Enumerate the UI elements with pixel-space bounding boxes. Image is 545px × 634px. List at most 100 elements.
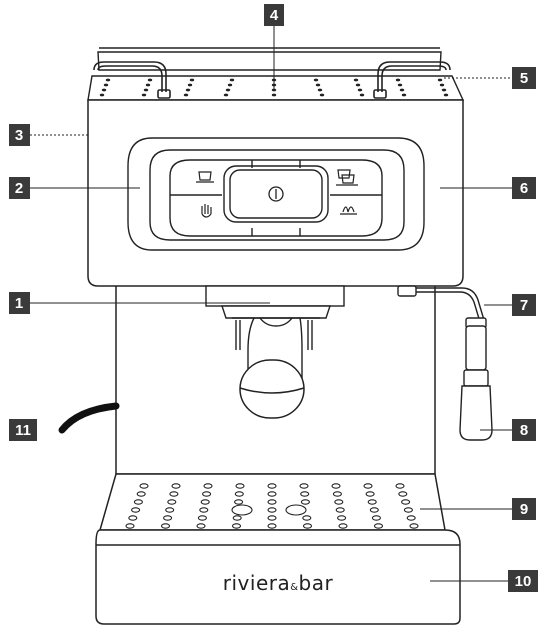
steam-icon[interactable] [340, 206, 357, 215]
tray-hole [103, 83, 109, 87]
grid-hole [202, 491, 212, 497]
tray-hole [441, 88, 447, 92]
grid-hole [160, 523, 171, 529]
control-panel [127, 137, 425, 251]
tray-hole [395, 78, 401, 82]
grid-hole [167, 499, 177, 505]
frothing-nozzle [459, 317, 493, 441]
svg-text:3: 3 [15, 127, 23, 144]
svg-text:11: 11 [15, 422, 31, 439]
svg-text:4: 4 [270, 7, 279, 24]
grid-hole [235, 483, 245, 489]
tray-hole [147, 78, 153, 82]
svg-text:1: 1 [15, 295, 23, 312]
grid-hole [267, 523, 277, 529]
tray-hole [355, 83, 361, 87]
grid-hole [299, 483, 309, 489]
drip-grid [99, 473, 446, 531]
manual-hand-icon[interactable] [201, 204, 212, 218]
grid-hole [367, 499, 377, 505]
grid-hole [302, 515, 312, 521]
leader-lines [30, 26, 512, 582]
filter-holder [205, 285, 345, 380]
callout-4: 4 [264, 4, 284, 26]
svg-text:5: 5 [520, 70, 528, 87]
grid-hole [332, 491, 342, 497]
grid-hole [133, 499, 143, 505]
brand-suffix: bar [299, 571, 334, 595]
grid-hole [139, 483, 149, 489]
grid-hole [331, 483, 341, 489]
grid-hole [203, 483, 213, 489]
drip-tray [95, 529, 461, 625]
grid-hole [267, 515, 277, 521]
tray-hole [315, 83, 321, 87]
grid-hole [338, 523, 348, 529]
grid-hole [165, 507, 175, 513]
grid-hole [163, 515, 173, 521]
tray-hole [353, 78, 359, 82]
callout-8: 8 [512, 419, 536, 441]
tray-hole [313, 78, 319, 82]
brand-logo: riviera&bar [223, 571, 334, 595]
steam-pipe [397, 285, 485, 323]
grid-hole [169, 491, 179, 497]
grid-hole [300, 499, 310, 505]
grid-hole [398, 491, 408, 497]
grid-hole [267, 483, 277, 489]
grid-hole [409, 523, 419, 529]
callout-2: 2 [9, 177, 30, 199]
tray-hole [223, 93, 229, 97]
grid-hole [267, 491, 277, 497]
svg-text:6: 6 [520, 180, 528, 197]
portafilter-handle[interactable] [239, 359, 305, 419]
grid-hole [334, 499, 344, 505]
grid-hole [234, 491, 244, 497]
grid-hole [267, 499, 277, 505]
callout-10: 10 [508, 570, 538, 592]
tray-hole [183, 93, 189, 97]
grid-large-hole [285, 504, 307, 516]
grid-hole [197, 515, 207, 521]
svg-text:8: 8 [520, 422, 528, 439]
cup-warmer-tray [87, 47, 465, 101]
tray-hole [145, 83, 151, 87]
svg-text:10: 10 [515, 573, 532, 590]
grid-hole [363, 483, 373, 489]
tray-rail [93, 61, 451, 99]
tray-hole [101, 88, 107, 92]
callout-3: 3 [9, 124, 30, 146]
callout-11: 11 [9, 419, 37, 441]
tray-hole [187, 83, 193, 87]
grid-hole [373, 523, 384, 529]
callout-9: 9 [512, 498, 536, 520]
double-cup-icon[interactable] [336, 169, 358, 186]
single-cup-icon[interactable] [196, 171, 214, 183]
power-button[interactable] [223, 165, 329, 223]
grid-hole [401, 499, 411, 505]
grid-hole [232, 515, 242, 521]
tray-hole [105, 78, 111, 82]
tray-hole [319, 93, 325, 97]
tray-hole [397, 83, 403, 87]
tray-hole [443, 93, 449, 97]
tray-hole [185, 88, 191, 92]
svg-text:7: 7 [520, 297, 528, 314]
callout-7: 7 [512, 294, 536, 316]
grid-hole [171, 483, 181, 489]
grid-hole [365, 491, 375, 497]
tray-hole [141, 93, 147, 97]
grid-hole [335, 507, 345, 513]
grid-hole [302, 523, 313, 529]
drip-grid-holes [122, 483, 422, 537]
grid-hole [337, 515, 347, 521]
grid-hole [406, 515, 416, 521]
grid-large-hole [231, 504, 253, 516]
grid-hole [200, 499, 210, 505]
tray-hole [229, 78, 235, 82]
tray-hole [359, 93, 365, 97]
tray-hole [271, 93, 277, 97]
tray-hole [357, 88, 363, 92]
grid-hole [131, 507, 141, 513]
grid-hole [300, 491, 310, 497]
